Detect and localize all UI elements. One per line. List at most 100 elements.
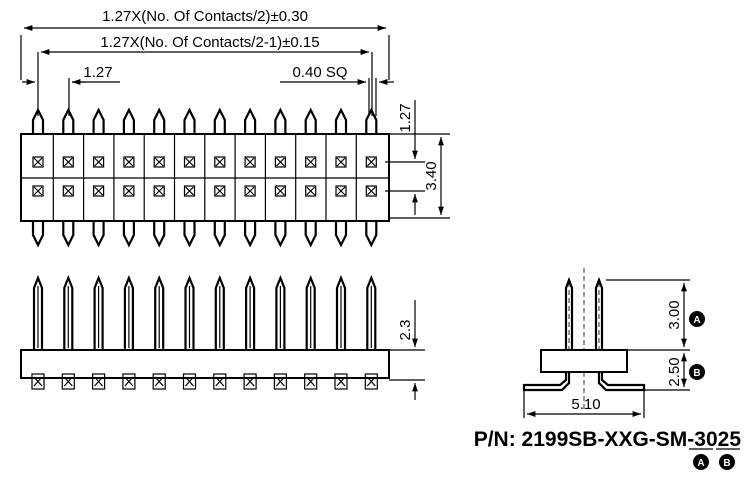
- top-view-pin-pad-cross: [33, 186, 43, 196]
- top-view-upper-pin-tip: [274, 107, 287, 134]
- top-view-lower-pin-tip: [62, 221, 75, 248]
- side-view-pin: [184, 275, 195, 350]
- side-view-solder-tail-cross: [124, 376, 134, 387]
- side-view-pin: [154, 275, 165, 350]
- side-view-pin: [366, 275, 377, 350]
- pin-square-label: 0.40 SQ: [292, 64, 347, 81]
- top-view-pin-pad-cross: [275, 186, 285, 196]
- top-view-upper-pin-tip: [365, 107, 378, 134]
- side-view-pin: [245, 275, 256, 350]
- top-view-pin-pad: [183, 185, 196, 197]
- top-view-pin-pad: [32, 185, 44, 197]
- side-view-solder-tail-cross: [306, 376, 316, 387]
- top-view-lower-pin-tip: [183, 221, 196, 248]
- top-view-upper-pin-tip: [153, 107, 166, 134]
- top-view-pin-pad-cross: [33, 157, 43, 167]
- top-view-pin-pad: [305, 156, 317, 168]
- top-view-lower-pin-tip: [304, 221, 317, 248]
- part-number-code-b: 25: [718, 428, 742, 451]
- side-view-solder-tail: [334, 373, 348, 390]
- side-view-solder-tail-cross: [94, 376, 104, 387]
- side-view-solder-tail: [304, 373, 318, 390]
- side-view-solder-tail-cross: [366, 376, 376, 387]
- side-view-solder-tail-cross: [33, 376, 43, 387]
- top-view-pin-pad: [214, 156, 226, 168]
- side-view-solder-tail-cross: [154, 376, 164, 387]
- top-view-pin-pad-cross: [366, 157, 376, 167]
- side-view-solder-tail-cross: [336, 376, 346, 387]
- top-view-pin-pad-cross: [336, 186, 346, 196]
- side-view-solder-tail: [91, 373, 106, 390]
- top-view-pin-pad: [183, 156, 196, 168]
- top-view-upper-pin-tip: [62, 107, 75, 134]
- top-view-pin-pad-cross: [366, 186, 376, 196]
- top-view-pin-pad-cross: [185, 186, 194, 196]
- side-view-pin: [63, 275, 74, 350]
- top-view-pin-pad-cross: [306, 186, 316, 196]
- side-view-solder-tail-cross: [63, 376, 73, 387]
- top-view-lower-pin-tip: [153, 221, 166, 248]
- top-view-pin-pad: [365, 185, 377, 197]
- top-view-upper-pin-tip: [31, 107, 45, 134]
- side-view-body: [20, 349, 390, 379]
- top-view-pin-pad: [123, 156, 135, 168]
- part-number-text: P/N: 2199SB-XXG-SM-3025: [474, 428, 742, 451]
- top-view-pin-pad: [274, 156, 286, 168]
- side-view-pin: [214, 275, 225, 350]
- top-view-pin-pad-cross: [154, 186, 164, 196]
- top-view-upper-pin-tip: [304, 107, 317, 134]
- part-number-callout-b-circle: [719, 454, 735, 470]
- part-number-prefix: P/N: 2199SB-XXG-SM-: [474, 428, 695, 451]
- top-view-upper-pin-tip: [334, 107, 348, 134]
- part-number-callout-a-circle: [693, 454, 709, 470]
- top-view-pin-pad-cross: [306, 157, 316, 167]
- top-view-pin-pad-cross: [63, 186, 73, 196]
- callout-a-letter: A: [693, 315, 700, 326]
- top-view-lower-pin-tip: [122, 221, 135, 248]
- pitch-label: 1.27: [83, 64, 112, 81]
- top-view-pin-pad: [62, 156, 74, 168]
- top-view-upper-pin-tip: [213, 107, 226, 134]
- top-view-lower-pin-tip: [274, 221, 287, 248]
- top-view-pin-pad-cross: [275, 157, 285, 167]
- top-view-pin-pad: [62, 185, 74, 197]
- side-view-solder-tail-cross: [275, 376, 285, 387]
- top-view-pin-pad: [153, 156, 165, 168]
- top-view-pin-pad-cross: [215, 186, 225, 196]
- body-height-label: 3.40: [423, 161, 440, 190]
- top-view-pin-pad: [153, 185, 165, 197]
- top-view-pin-pad: [365, 156, 377, 168]
- top-view-pin-pad: [32, 156, 44, 168]
- side-view-pin: [335, 275, 347, 350]
- end-view-tail-left: [522, 372, 571, 392]
- side-view-solder-tail: [182, 373, 197, 390]
- top-view-pin-pad: [274, 185, 286, 197]
- top-view-pin-pad: [123, 185, 135, 197]
- pin-span-label: 1.27X(No. Of Contacts/2-1)±0.15: [100, 34, 319, 51]
- row-pitch-label: 1.27: [397, 103, 414, 132]
- top-view-pin-pad: [335, 156, 347, 168]
- top-view-pin-pad: [244, 156, 256, 168]
- top-view: 1.27X(No. Of Contacts/2)±0.30 1.27X(No. …: [20, 8, 450, 248]
- top-view-pin-pad-cross: [336, 157, 346, 167]
- top-view-lower-pin-tip: [334, 221, 348, 248]
- side-view-solder-tail: [213, 373, 227, 390]
- callout-b-circle: [689, 364, 705, 380]
- top-view-pins: [31, 107, 378, 248]
- part-number-callout-a-letter: A: [697, 458, 704, 469]
- top-view-upper-pin-tip: [244, 107, 257, 134]
- part-number-code-a: 30: [694, 428, 717, 451]
- callout-a-circle: [689, 311, 705, 327]
- top-view-pin-pad: [335, 185, 347, 197]
- end-view: 5.10 3.00 2.50 A B: [522, 268, 705, 418]
- end-view-tail-right: [597, 372, 646, 392]
- side-view-pin: [123, 275, 134, 350]
- top-view-pin-pad: [92, 185, 105, 197]
- top-view-pin-pad-cross: [124, 186, 134, 196]
- top-view-pin-pad-cross: [94, 186, 104, 196]
- top-view-lower-pin-tip: [31, 221, 45, 248]
- callout-b-letter: B: [693, 368, 700, 379]
- top-view-pin-pad: [92, 156, 105, 168]
- top-view-pin-pad-cross: [245, 157, 255, 167]
